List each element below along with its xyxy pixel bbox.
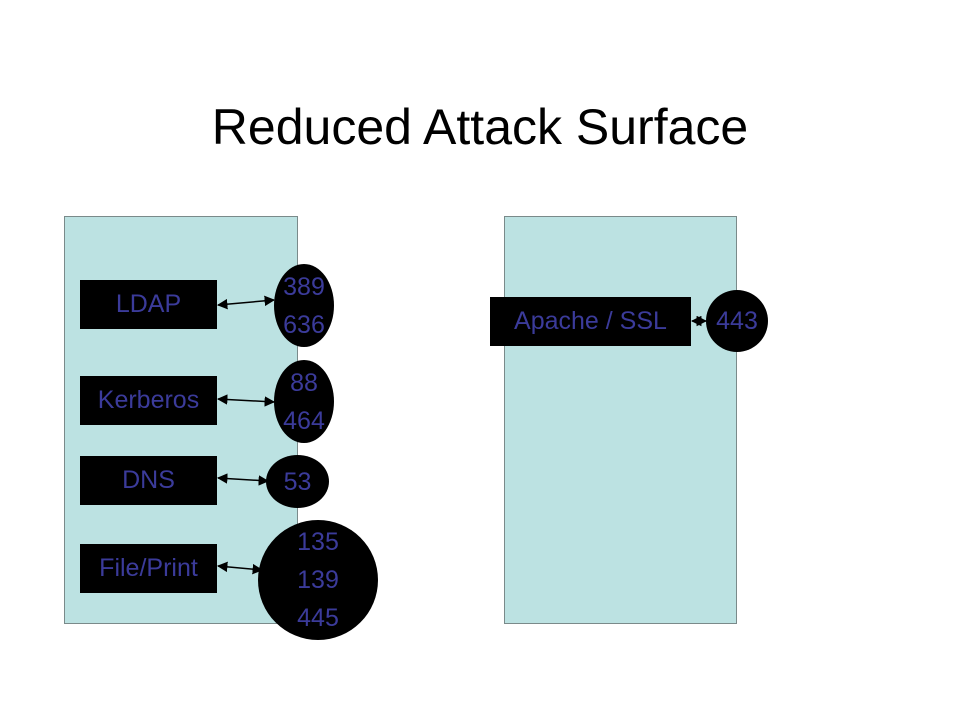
- ldap-ports-circle: 389 636: [274, 264, 334, 347]
- port-number: 139: [297, 566, 339, 594]
- apache-ssl-ports-circle: 443: [706, 290, 768, 352]
- ldap-service-box: LDAP: [80, 280, 217, 329]
- file-print-service-box: File/Print: [80, 544, 217, 593]
- port-number: 135: [297, 528, 339, 556]
- port-number: 464: [283, 406, 325, 435]
- dns-service-box: DNS: [80, 456, 217, 505]
- kerberos-ports-circle: 88 464: [274, 360, 334, 443]
- file-print-ports-circle: 135 139 445: [258, 520, 378, 640]
- port-number: 636: [283, 310, 325, 339]
- port-number: 443: [716, 307, 758, 335]
- kerberos-connector: [216, 394, 276, 407]
- kerberos-label: Kerberos: [97, 386, 200, 414]
- port-number: 53: [283, 467, 312, 496]
- file-print-connector: [216, 561, 264, 575]
- port-number: 445: [297, 604, 339, 632]
- file-print-label: File/Print: [99, 554, 198, 582]
- apache-ssl-service-box: Apache / SSL: [490, 297, 691, 346]
- page-title: Reduced Attack Surface: [211, 99, 749, 155]
- right-server-panel: [504, 216, 737, 624]
- dns-ports-circle: 53: [266, 455, 329, 508]
- dns-label: DNS: [122, 466, 175, 494]
- ldap-connector: [216, 295, 276, 310]
- ldap-label: LDAP: [115, 290, 182, 318]
- dns-connector: [216, 473, 270, 486]
- kerberos-service-box: Kerberos: [80, 376, 217, 425]
- port-number: 389: [283, 272, 325, 301]
- apache-ssl-label: Apache / SSL: [514, 307, 667, 335]
- port-number: 88: [290, 368, 318, 397]
